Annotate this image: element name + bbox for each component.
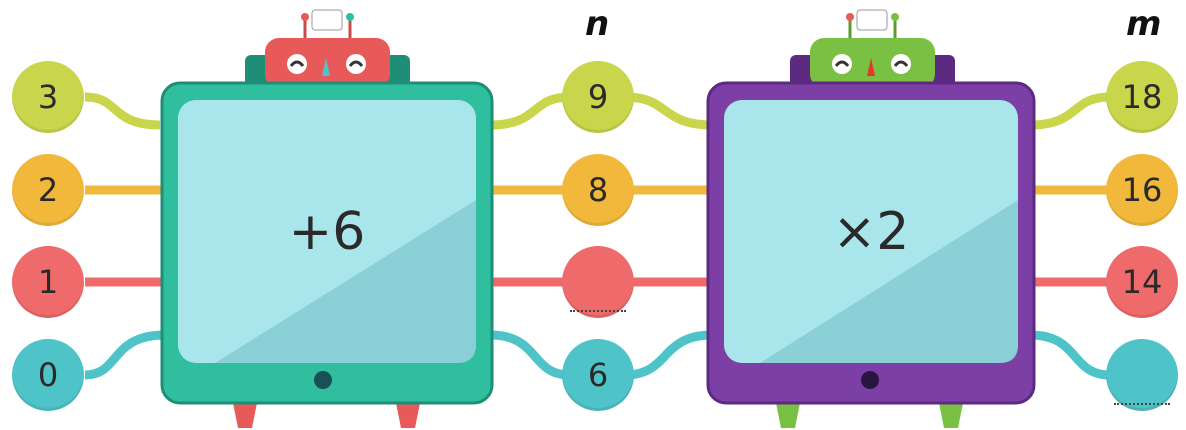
machine-2-robot-head [810, 38, 935, 88]
m-circle-3: 14 [1106, 246, 1178, 318]
input-circle-3: 1 [12, 246, 84, 318]
machine-1-left-eye [287, 54, 307, 74]
machine-2-left-leg [775, 398, 801, 428]
m-circle-2: 16 [1106, 154, 1178, 226]
machine-2-nose [867, 58, 875, 76]
machine-1-robot-head [265, 38, 390, 88]
input-circle-2: 2 [12, 154, 84, 226]
n-circle-4: 6 [562, 339, 634, 411]
machine-1-right-eye [346, 54, 366, 74]
wire-m2-in-4 [624, 330, 713, 380]
machine-1 [160, 9, 494, 428]
machine-1-left-leg [232, 398, 258, 428]
n-circle-3-blank[interactable] [562, 246, 634, 318]
label-m: m [1126, 4, 1162, 44]
n-circle-2: 8 [562, 154, 634, 226]
machine-1-screen-shade [215, 200, 476, 363]
label-n: n [585, 4, 610, 44]
m-circle-4-blank[interactable] [1106, 339, 1178, 411]
machine-2 [706, 9, 1036, 428]
machine-2-screen-shade [760, 200, 1018, 363]
machine-2-right-eye [891, 54, 911, 74]
machine-1-operation: +6 [288, 202, 366, 262]
m-circle-1: 18 [1106, 61, 1178, 133]
machine-1-button [314, 371, 332, 389]
wire-m2-out-1 [1029, 92, 1111, 130]
machine-2-right-leg [938, 398, 964, 428]
n-circle-1: 9 [562, 61, 634, 133]
machine-2-button [861, 371, 879, 389]
wire-input-1 [84, 92, 161, 130]
machine-1-nose [322, 58, 330, 76]
machine-2-operation: ×2 [832, 202, 910, 262]
machine-1-right-leg [395, 398, 421, 428]
wire-input-4 [84, 330, 166, 380]
wire-m1-out-1 [489, 92, 571, 130]
machine-2-left-eye [832, 54, 852, 74]
input-circle-4: 0 [12, 339, 84, 411]
wire-m1-out-4 [489, 330, 571, 380]
answer-blank-line [570, 310, 626, 312]
wire-m2-in-1 [624, 92, 713, 130]
input-circle-1: 3 [12, 61, 84, 133]
answer-blank-line [1114, 403, 1170, 405]
wire-m2-out-4 [1029, 330, 1111, 380]
